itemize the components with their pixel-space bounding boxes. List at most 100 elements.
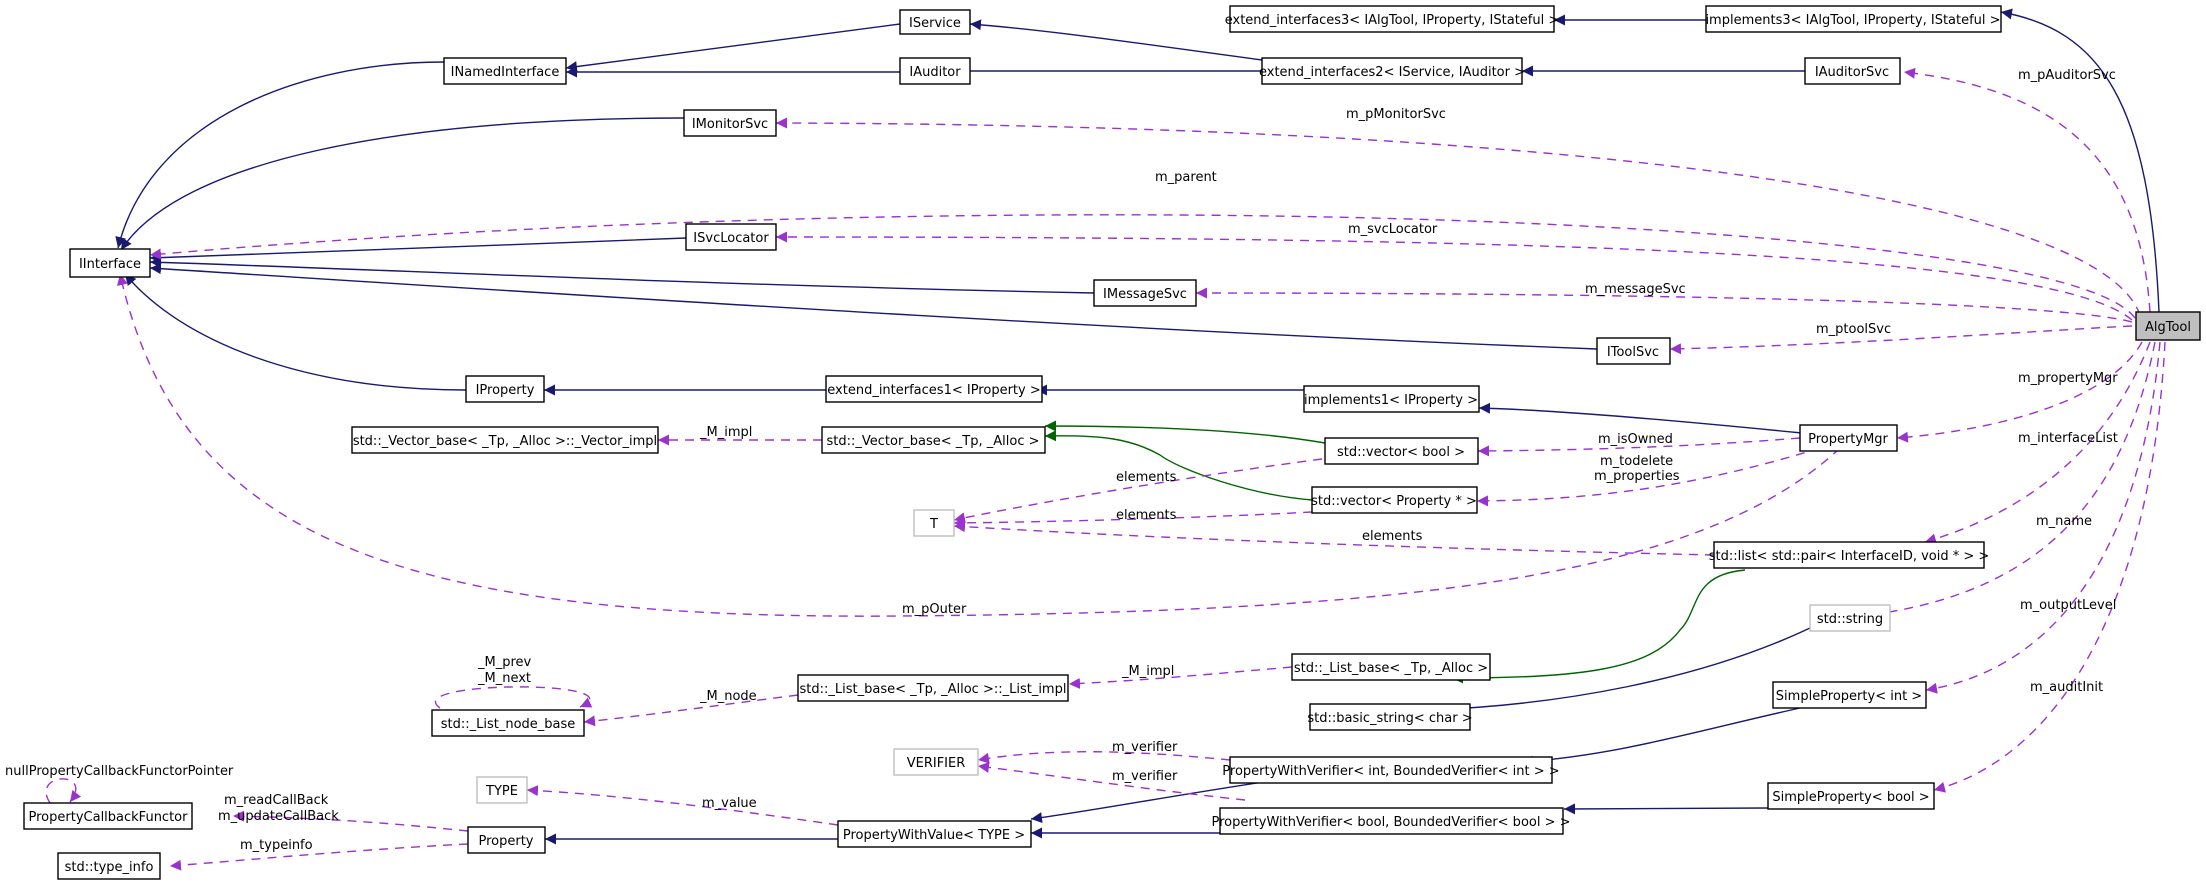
label-m-isowned: m_isOwned	[1598, 432, 1673, 447]
edge-inamedinterface-iservice	[565, 23, 901, 73]
node-list-base[interactable]: std::_List_base< _Tp, _Alloc >	[1291, 653, 1491, 681]
node-label: std::_List_base< _Tp, _Alloc >	[1294, 661, 1488, 676]
edge-callbackfunctor-property	[232, 810, 469, 832]
edge-pwvbool-simplebool	[1563, 803, 1769, 815]
node-imessagesvc[interactable]: IMessageSvc	[1093, 279, 1197, 307]
edge-vectorbase-vectorproperty	[1044, 430, 1313, 501]
node-label: SimpleProperty< bool >	[1772, 790, 1929, 805]
label-m-updatecallback: m_updateCallBack	[218, 809, 339, 824]
node-pwv-int[interactable]: PropertyWithVerifier< int, BoundedVerifi…	[1222, 756, 1560, 784]
label-elements-prop: elements	[1116, 508, 1177, 523]
node-label: TYPE	[485, 784, 518, 799]
node-label: PropertyWithValue< TYPE >	[843, 828, 1025, 843]
edge-iinterface-imonitorsvc	[120, 117, 685, 251]
node-label: std::basic_string< char >	[1307, 711, 1472, 726]
label-m-name: m_name	[2036, 514, 2092, 529]
node-label: IToolSvc	[1607, 345, 1659, 360]
node-label: implements1< IProperty >	[1304, 393, 1478, 408]
node-label: IMessageSvc	[1103, 287, 1187, 302]
node-label: IService	[909, 16, 961, 31]
node-simpleproperty-bool[interactable]: SimpleProperty< bool >	[1767, 782, 1935, 810]
edge-iinterface-inamedinterface	[115, 61, 445, 249]
node-vector-base[interactable]: std::_Vector_base< _Tp, _Alloc >	[821, 426, 1046, 454]
node-itoolsvc[interactable]: IToolSvc	[1596, 337, 1671, 365]
edge-string-algtool	[1851, 341, 2156, 622]
node-label: PropertyWithVerifier< int, BoundedVerifi…	[1222, 764, 1559, 779]
label-m-pouter: m_pOuter	[902, 602, 967, 617]
node-label: std::_Vector_base< _Tp, _Alloc >	[826, 434, 1039, 449]
node-label: VERIFIER	[907, 756, 966, 771]
node-label: IProperty	[476, 383, 535, 398]
edge-listimpl-listbase	[1068, 666, 1293, 689]
label-m-propertymgr: m_propertyMgr	[2018, 371, 2118, 386]
node-isvclocator[interactable]: ISvcLocator	[685, 223, 777, 251]
label-m-todelete: m_todelete	[1600, 454, 1673, 469]
node-iproperty[interactable]: IProperty	[465, 375, 545, 403]
node-verifier[interactable]: VERIFIER	[893, 748, 979, 776]
node-vector-impl[interactable]: std::_Vector_base< _Tp, _Alloc >::_Vecto…	[351, 426, 659, 454]
node-iauditorsvc[interactable]: IAuditorSvc	[1804, 57, 1901, 85]
node-label: std::_List_base< _Tp, _Alloc >::_List_im…	[800, 682, 1067, 697]
node-string[interactable]: std::string	[1809, 604, 1891, 632]
edge-imonitorsvc-algtool	[775, 117, 2141, 316]
edge-itoolsvc-algtool	[1669, 325, 2133, 355]
node-propertycallbackfunctor[interactable]: PropertyCallbackFunctor	[23, 802, 193, 830]
node-label: IAuditor	[909, 65, 961, 80]
node-algtool[interactable]: AlgTool	[2135, 311, 2201, 341]
template-edges	[1044, 420, 1746, 684]
label-m-properties: m_properties	[1594, 469, 1680, 484]
node-label: PropertyWithVerifier< bool, BoundedVerif…	[1211, 815, 1570, 830]
node-implements3[interactable]: implements3< IAlgTool, IProperty, IState…	[1705, 5, 2002, 33]
label-m-outputlevel: m_outputLevel	[2020, 598, 2116, 613]
label-m-interfacelist: m_interfaceList	[2018, 431, 2118, 446]
edge-callbackfunctor-self	[45, 778, 82, 804]
node-extend-interfaces3[interactable]: extend_interfaces3< IAlgTool, IProperty,…	[1225, 5, 1560, 33]
label-m-value: m_value	[702, 796, 757, 811]
label-m-pmonitorsvc: m_pMonitorSvc	[1346, 107, 1446, 122]
node-inamedinterface[interactable]: INamedInterface	[443, 57, 567, 85]
node-label: IInterface	[79, 257, 141, 272]
node-iinterface[interactable]: IInterface	[69, 248, 151, 278]
node-label: IAuditorSvc	[1815, 65, 1889, 80]
node-label: extend_interfaces2< IService, IAuditor >	[1259, 65, 1525, 80]
edge-listnodebase-listimpl	[583, 694, 799, 727]
node-basic-string[interactable]: std::basic_string< char >	[1307, 703, 1473, 731]
node-label: AlgTool	[2145, 320, 2191, 335]
node-list-pair[interactable]: std::list< std::pair< InterfaceID, void …	[1709, 541, 1990, 569]
node-pwv-bool[interactable]: PropertyWithVerifier< bool, BoundedVerif…	[1211, 807, 1571, 835]
node-label: SimpleProperty< int >	[1776, 689, 1922, 704]
node-simpleproperty-int[interactable]: SimpleProperty< int >	[1772, 681, 1927, 709]
node-iauditor[interactable]: IAuditor	[899, 57, 971, 85]
node-label: std::vector< Property * >	[1311, 494, 1477, 509]
node-type-info[interactable]: std::type_info	[57, 852, 161, 880]
node-label: extend_interfaces1< IProperty >	[827, 383, 1040, 398]
node-label: extend_interfaces3< IAlgTool, IProperty,…	[1225, 13, 1560, 28]
node-label: std::vector< bool >	[1337, 445, 1465, 460]
node-list-node-base[interactable]: std::_List_node_base	[431, 709, 585, 737]
edge-impl3-algtool	[2000, 8, 2160, 313]
edge-labels: m_pAuditorSvc m_pMonitorSvc m_parent m_s…	[5, 68, 2118, 853]
node-list-impl[interactable]: std::_List_base< _Tp, _Alloc >::_List_im…	[797, 674, 1069, 702]
node-propertymgr[interactable]: PropertyMgr	[1799, 424, 1898, 452]
label-null-callback: nullPropertyCallbackFunctorPointer	[5, 764, 234, 779]
label-m-impl-list: _M_impl	[1121, 664, 1174, 679]
node-label: PropertyMgr	[1808, 432, 1888, 447]
edge-simplebool-algtool	[1933, 341, 2166, 793]
node-vector-property[interactable]: std::vector< Property * >	[1311, 486, 1478, 514]
node-extend-interfaces1[interactable]: extend_interfaces1< IProperty >	[825, 375, 1043, 403]
node-vector-bool[interactable]: std::vector< bool >	[1324, 437, 1479, 465]
label-m-typeinfo: m_typeinfo	[240, 838, 313, 853]
edge-t-vectorbool	[953, 458, 1323, 524]
node-imonitorsvc[interactable]: IMonitorSvc	[683, 109, 777, 137]
node-extend-interfaces2[interactable]: extend_interfaces2< IService, IAuditor >	[1259, 57, 1525, 85]
node-t[interactable]: T	[913, 509, 955, 537]
edge-verifier-pwvint	[977, 751, 1231, 764]
node-implements1[interactable]: implements1< IProperty >	[1303, 385, 1480, 413]
node-property[interactable]: Property	[467, 826, 546, 854]
edge-type-propertywithvalue	[526, 785, 839, 826]
edge-iinterface-isvclocator	[149, 237, 687, 264]
edge-t-listpair	[953, 521, 1715, 556]
node-iservice[interactable]: IService	[899, 9, 971, 35]
node-type[interactable]: TYPE	[476, 776, 528, 804]
node-propertywithvalue[interactable]: PropertyWithValue< TYPE >	[837, 820, 1032, 848]
